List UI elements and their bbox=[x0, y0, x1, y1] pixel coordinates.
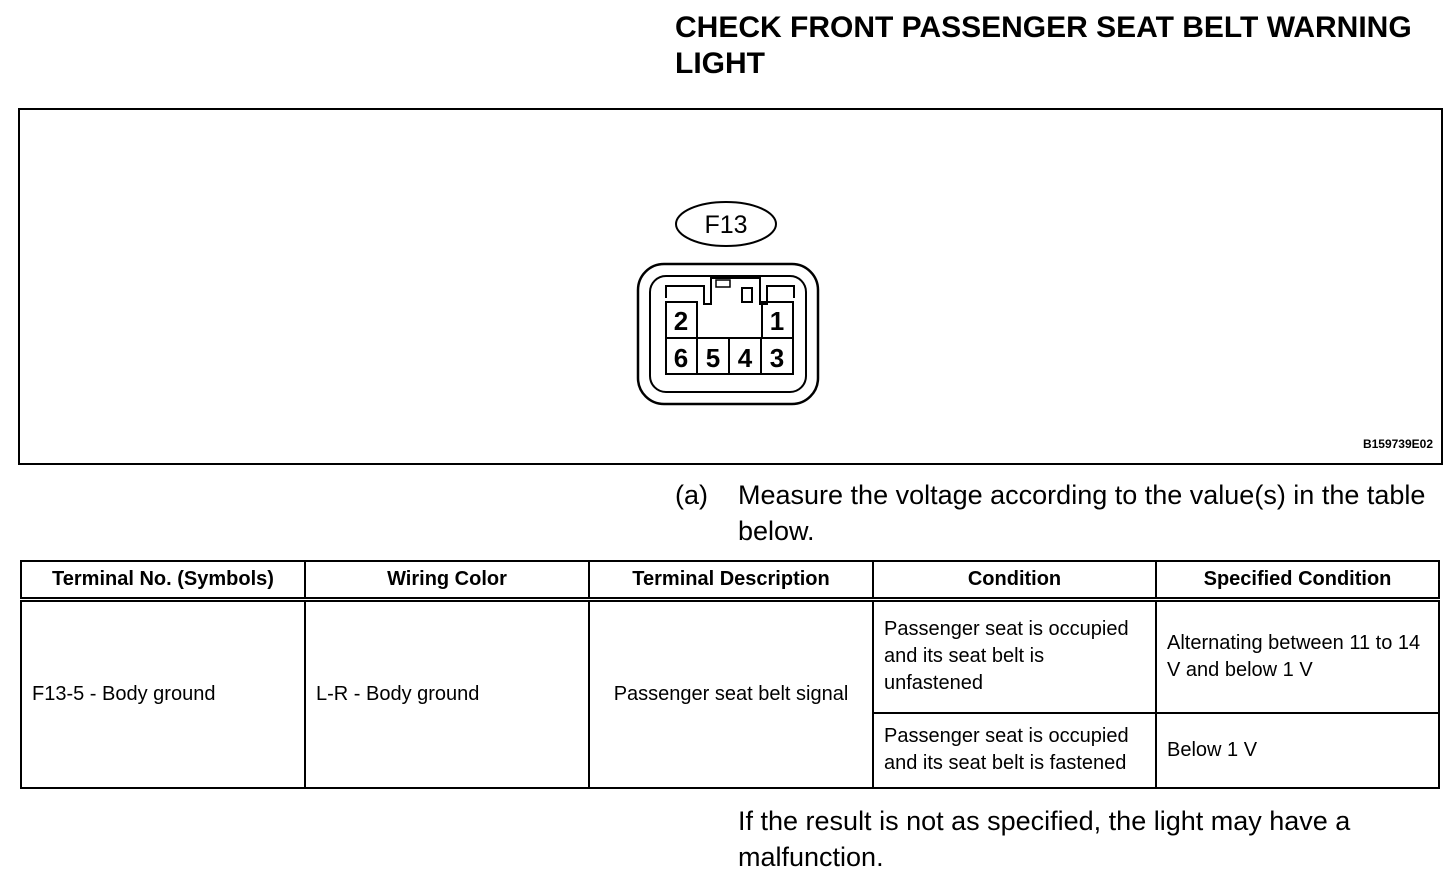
cell-specified-condition: Below 1 V bbox=[1155, 711, 1440, 790]
pin-2: 2 bbox=[674, 306, 688, 336]
connector-housing-outer bbox=[636, 262, 820, 406]
result-note: If the result is not as specified, the l… bbox=[738, 806, 1351, 872]
pin-6: 6 bbox=[674, 343, 688, 373]
cell-terminal-description: Passenger seat belt signal bbox=[588, 598, 874, 789]
figure-id: B159739E02 bbox=[1362, 437, 1433, 451]
connector-housing-inner bbox=[649, 275, 807, 393]
connector-label: F13 bbox=[704, 211, 747, 239]
step-text: Measure the voltage according to the val… bbox=[738, 480, 1426, 546]
cell-wiring-color: L-R - Body ground bbox=[304, 598, 590, 789]
pin-1: 1 bbox=[770, 306, 784, 336]
header-specified-condition: Specified Condition bbox=[1155, 560, 1440, 602]
table-row: F13-5 - Body ground L-R - Body ground Pa… bbox=[20, 598, 1440, 789]
pin-3: 3 bbox=[770, 343, 784, 373]
table-header-row: Terminal No. (Symbols) Wiring Color Term… bbox=[20, 560, 1440, 602]
table-row: Passenger seat is occupied and its seat … bbox=[21, 711, 1440, 790]
connector-terminal-body bbox=[665, 277, 795, 305]
connector-figure: F13 2 1 6 5 4 3 B159739E02 bbox=[18, 108, 1443, 465]
pin-5: 5 bbox=[706, 343, 720, 373]
cell-terminal: F13-5 - Body ground bbox=[20, 598, 306, 789]
pin-grid bbox=[665, 301, 794, 375]
header-wiring-color: Wiring Color bbox=[304, 560, 590, 602]
header-terminal-description: Terminal Description bbox=[588, 560, 874, 602]
header-terminal: Terminal No. (Symbols) bbox=[20, 560, 306, 602]
cell-condition: Passenger seat is occupied and its seat … bbox=[872, 711, 1157, 790]
procedure-heading: CHECK FRONT PASSENGER SEAT BELT WARNING … bbox=[675, 11, 1412, 80]
connector-key-notch bbox=[741, 287, 753, 303]
cell-specified-condition: Alternating between 11 to 14 V and below… bbox=[1155, 598, 1440, 714]
cell-condition: Passenger seat is occupied and its seat … bbox=[872, 598, 1157, 714]
voltage-spec-table: Terminal No. (Symbols) Wiring Color Term… bbox=[20, 560, 1440, 790]
pin-4: 4 bbox=[738, 343, 753, 373]
connector-latch-tab bbox=[715, 279, 731, 288]
step-marker: (a) bbox=[675, 480, 708, 510]
connector-diagram: F13 2 1 6 5 4 3 bbox=[636, 201, 820, 406]
header-condition: Condition bbox=[872, 560, 1157, 602]
connector-label-ellipse bbox=[675, 201, 777, 247]
